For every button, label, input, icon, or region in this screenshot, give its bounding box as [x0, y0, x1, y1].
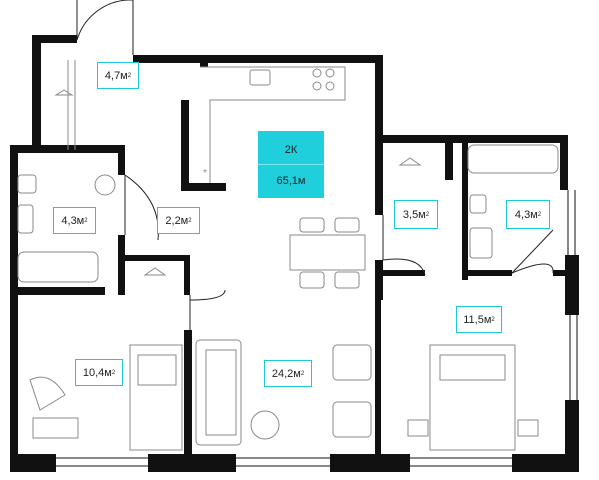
walls [10, 35, 579, 472]
area-unit-exponent: 2 [491, 316, 495, 323]
plan-badge: 2К 65,1м [258, 131, 324, 198]
area-unit-exponent: 2 [425, 211, 430, 218]
area-unit-exponent: 2 [127, 72, 132, 79]
doors [76, 0, 554, 330]
windows [56, 190, 578, 467]
room-area: 24,2м [271, 367, 301, 380]
badge-divider [258, 164, 324, 165]
area-unit-exponent: 2 [188, 217, 192, 224]
room-area: 3,5м [402, 208, 426, 221]
furniture: * [17, 60, 559, 451]
total-area: 65,1м [276, 175, 306, 187]
rooms-code: 2К [284, 144, 298, 156]
area-unit-exponent: 2 [537, 211, 542, 218]
room-area: 11,5м [463, 313, 492, 326]
room-area: 10,4м [82, 366, 112, 379]
room-area: 4,3м [514, 208, 538, 221]
area-unit-exponent: 2 [84, 217, 88, 224]
area-unit-exponent: 2 [111, 369, 116, 376]
svg-text:*: * [203, 168, 207, 179]
room-area: 4,7м [104, 69, 128, 82]
room-area: 2,2м [165, 214, 189, 227]
room-area: 4,3м [61, 214, 85, 227]
area-unit-exponent: 2 [300, 370, 305, 377]
